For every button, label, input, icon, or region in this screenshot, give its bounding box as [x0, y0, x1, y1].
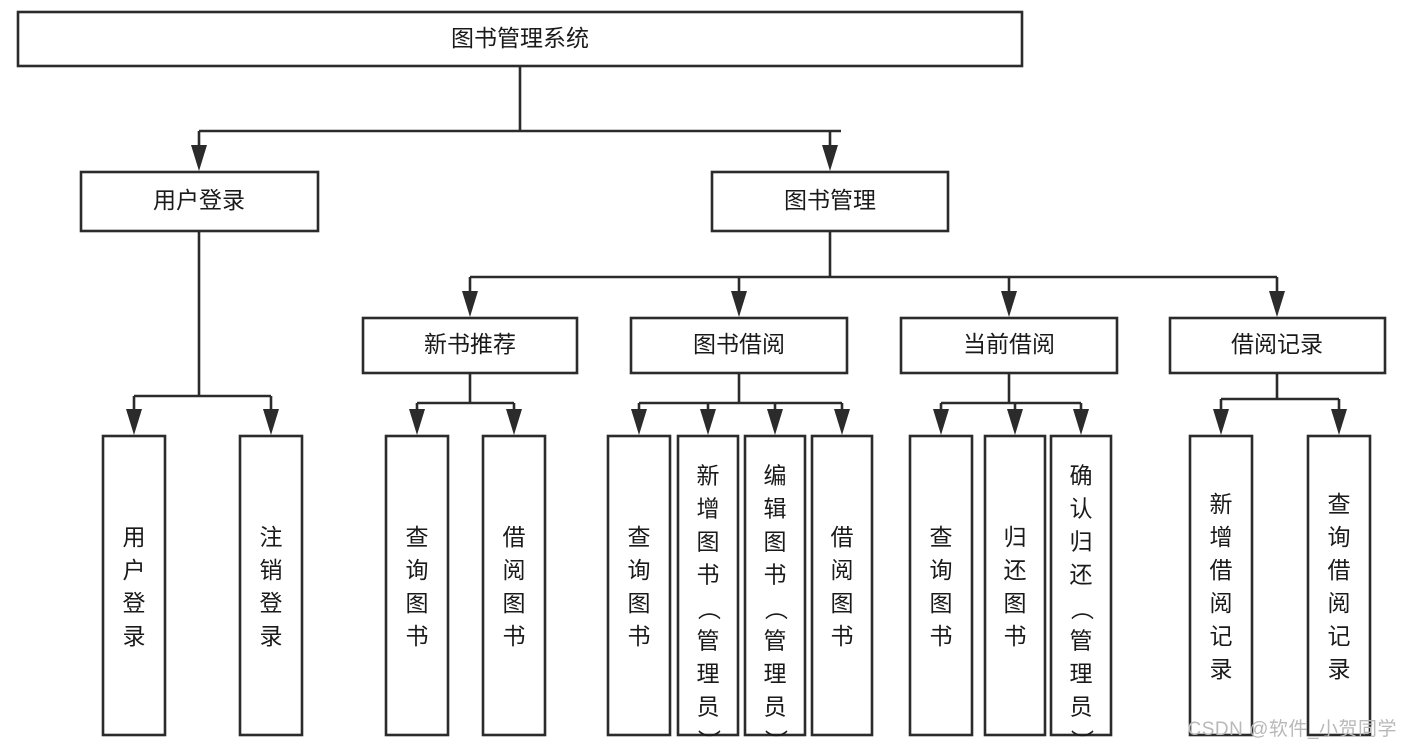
node-leaf-return-book-label: 归还图书	[1004, 524, 1027, 649]
arrow-head-leaf-logout-login	[263, 409, 279, 435]
node-leaf-query-book-1-box[interactable]	[384, 434, 450, 737]
node-leaf-add-book-admin[interactable]: 新增图书管理员 （ ）	[676, 434, 740, 747]
connector-group-borrow-record	[1213, 373, 1347, 435]
arrow-head-leaf-return-book	[1007, 409, 1023, 435]
node-leaf-borrow-book-2-label: 借阅图书	[831, 524, 854, 649]
node-leaf-query-borrow-record-label: 查询借阅记录	[1328, 491, 1351, 682]
node-current-borrow[interactable]: 当前借阅	[899, 316, 1119, 375]
arrow-head-book-borrow	[731, 291, 747, 317]
arrow-head-leaf-add-book-admin	[700, 409, 716, 435]
node-book-manage-label: 图书管理	[784, 187, 876, 213]
node-borrow-record-box[interactable]	[1168, 316, 1387, 375]
node-leaf-query-book-3-box[interactable]	[908, 434, 974, 737]
arrow-head-leaf-query-book-1	[409, 409, 425, 435]
node-leaf-borrow-book-2-box[interactable]	[810, 434, 874, 737]
node-leaf-return-book[interactable]: 归还图书	[983, 434, 1047, 737]
node-leaf-logout-login-box[interactable]	[238, 434, 304, 737]
arrow-head-leaf-add-borrow-record	[1213, 409, 1229, 435]
svg-text:）: ）	[763, 729, 789, 747]
node-new-book-recommend-label: 新书推荐	[424, 331, 516, 357]
node-borrow-record[interactable]: 借阅记录	[1168, 316, 1387, 375]
arrow-head-leaf-borrow-book-2	[834, 409, 850, 435]
arrow-head-new-book-recommend	[462, 291, 478, 317]
node-book-manage[interactable]: 图书管理	[710, 170, 950, 233]
node-leaf-add-borrow-record-label: 新增借阅记录	[1210, 491, 1233, 682]
svg-text:）: ）	[696, 729, 722, 747]
node-root-box[interactable]	[16, 10, 1024, 68]
node-borrow-record-label: 借阅记录	[1231, 331, 1323, 357]
node-leaf-edit-book-admin-label: 编辑图书管理员	[764, 463, 787, 720]
svg-text:（: （	[1069, 597, 1095, 620]
connector-group-book-borrow	[631, 373, 850, 435]
arrow-head-leaf-query-borrow-record	[1331, 409, 1347, 435]
node-root-label: 图书管理系统	[451, 25, 589, 51]
node-current-borrow-box[interactable]	[899, 316, 1119, 375]
node-leaf-query-book-3[interactable]: 查询图书	[908, 434, 974, 737]
node-leaf-user-login-label: 用户登录	[123, 524, 146, 649]
node-leaf-add-book-admin-box[interactable]	[676, 434, 740, 737]
connector-group-root	[191, 66, 841, 171]
node-new-book-recommend-box[interactable]	[361, 316, 579, 375]
arrow-head-leaf-confirm-return-admin	[1073, 409, 1089, 435]
node-user-login-box[interactable]	[79, 170, 320, 233]
connector-group-user-login	[126, 231, 279, 435]
node-leaf-logout-login[interactable]: 注销登录	[238, 434, 304, 737]
node-leaf-borrow-book-1-box[interactable]	[481, 434, 547, 737]
node-leaf-query-book-3-label: 查询图书	[930, 524, 953, 649]
svg-text:（: （	[696, 597, 722, 620]
svg-text:（: （	[763, 597, 789, 620]
arrow-head-user-login	[191, 145, 207, 171]
node-current-borrow-label: 当前借阅	[963, 331, 1055, 357]
node-leaf-query-book-2[interactable]: 查询图书	[606, 434, 672, 737]
node-leaf-user-login[interactable]: 用户登录	[101, 434, 167, 737]
node-leaf-borrow-book-2[interactable]: 借阅图书	[810, 434, 874, 737]
node-leaf-borrow-book-1[interactable]: 借阅图书	[481, 434, 547, 737]
node-book-borrow[interactable]: 图书借阅	[629, 316, 849, 375]
node-leaf-query-book-1-label: 查询图书	[406, 524, 429, 649]
node-book-borrow-label: 图书借阅	[693, 331, 785, 357]
svg-text:）: ）	[1069, 729, 1095, 747]
connector-group-book-manage	[462, 231, 1285, 317]
arrow-head-leaf-borrow-book-1	[506, 409, 522, 435]
node-leaf-query-borrow-record-box[interactable]	[1306, 434, 1372, 737]
node-leaf-confirm-return-admin[interactable]: 确认归还管理员 （ ）	[1049, 434, 1113, 747]
node-book-borrow-box[interactable]	[629, 316, 849, 375]
node-leaf-query-book-2-box[interactable]	[606, 434, 672, 737]
arrow-head-current-borrow	[1001, 291, 1017, 317]
watermark: CSDN @软件_小贺同学	[1187, 719, 1397, 740]
arrow-head-leaf-user-login	[126, 409, 142, 435]
node-leaf-confirm-return-admin-label: 确认归还管理员	[1070, 463, 1093, 720]
connector-group-current-borrow	[933, 373, 1089, 435]
arrow-head-leaf-query-book-2	[631, 409, 647, 435]
node-leaf-user-login-box[interactable]	[101, 434, 167, 737]
arrow-head-book-manage	[822, 145, 838, 171]
arrow-head-leaf-query-book-3	[933, 409, 949, 435]
node-book-manage-box[interactable]	[710, 170, 950, 233]
node-root[interactable]: 图书管理系统	[16, 10, 1024, 68]
node-user-login[interactable]: 用户登录	[79, 170, 320, 233]
node-leaf-query-book-2-label: 查询图书	[628, 524, 651, 649]
node-leaf-add-book-admin-label: 新增图书管理员	[697, 463, 720, 720]
node-leaf-logout-login-label: 注销登录	[260, 524, 283, 649]
arrow-head-leaf-edit-book-admin	[767, 409, 783, 435]
node-leaf-edit-book-admin-box[interactable]	[743, 434, 807, 737]
node-user-login-label: 用户登录	[153, 187, 245, 213]
node-leaf-return-book-box[interactable]	[983, 434, 1047, 737]
arrow-head-borrow-record	[1269, 291, 1285, 317]
node-new-book-recommend[interactable]: 新书推荐	[361, 316, 579, 375]
node-leaf-borrow-book-1-label: 借阅图书	[503, 524, 526, 649]
node-leaf-add-borrow-record[interactable]: 新增借阅记录	[1188, 434, 1254, 737]
node-leaf-edit-book-admin[interactable]: 编辑图书管理员 （ ）	[743, 434, 807, 747]
connector-group-new-book-recommend	[409, 373, 522, 435]
node-leaf-query-borrow-record[interactable]: 查询借阅记录	[1306, 434, 1372, 737]
node-leaf-query-book-1[interactable]: 查询图书	[384, 434, 450, 737]
node-leaf-confirm-return-admin-box[interactable]	[1049, 434, 1113, 737]
node-leaf-add-borrow-record-box[interactable]	[1188, 434, 1254, 737]
